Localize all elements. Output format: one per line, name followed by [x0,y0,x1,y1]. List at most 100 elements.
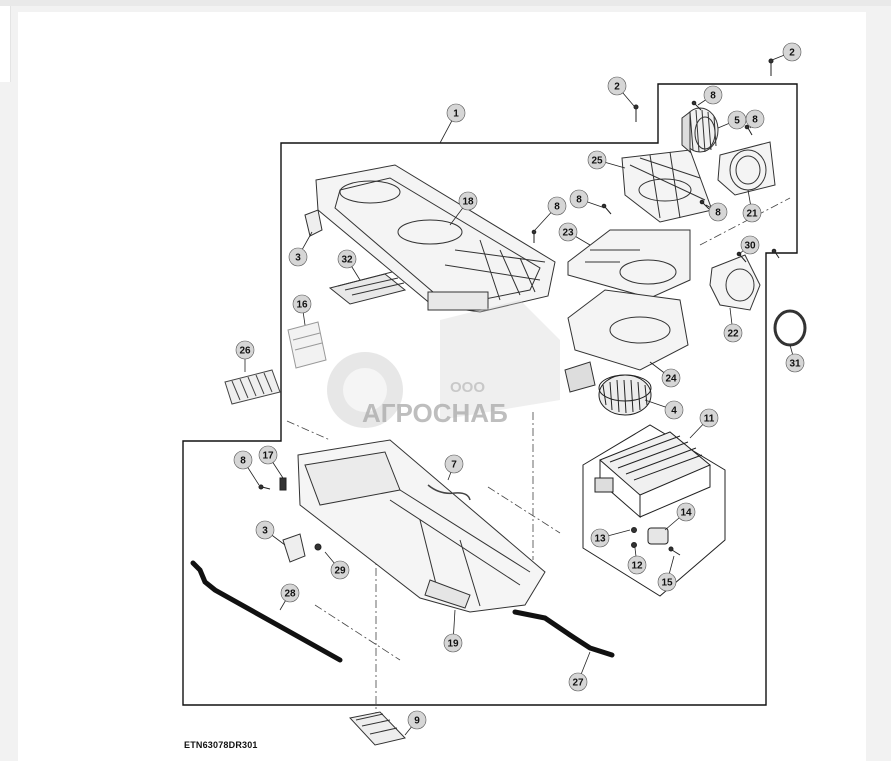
clip-part-3-upper [304,209,323,237]
callout-bubble-30 [740,235,760,255]
lower-blower-case-part-24 [567,289,689,371]
callout-label-28: 28 [284,589,296,600]
callout-label-3: 3 [295,253,301,264]
filter-part-32 [328,271,407,305]
diagram-card [18,12,866,761]
fasteners [258,58,780,556]
callout-label-13: 13 [594,534,606,545]
callout-label-1: 1 [453,109,459,120]
callout-label-7: 7 [451,460,457,471]
resistor-block [564,361,596,393]
callout-bubble-23 [558,222,578,242]
callout-label-29: 29 [334,566,346,577]
upper-housing-part-18 [315,164,556,313]
watermark-company: ООО [450,379,485,396]
callout-bubble-16 [292,294,312,314]
pipe-part-28 [190,560,343,663]
blower-upper-part-25 [621,149,713,223]
blower-fan-part-5 [681,107,719,154]
callout-layer: 1223345788888891112131415161718192122232… [233,42,805,736]
evaporator-inset-box [582,424,726,597]
drain-tube-part-7 [427,484,471,501]
callout-bubble-25 [587,150,607,170]
callout-bubble-19 [443,633,463,653]
watermark-brand: АГРОСНАБ [362,398,508,428]
callout-bubble-9 [407,710,427,730]
callout-bubble-8 [233,450,253,470]
watermark: ООО АГРОСНАБ [327,300,560,428]
callout-label-22: 22 [727,329,739,340]
blower-motor-part-4 [598,374,652,416]
callout-bubble-1 [446,103,466,123]
callout-bubble-21 [742,203,762,223]
part-16 [287,321,327,369]
callout-label-5: 5 [734,116,740,127]
callout-label-2: 2 [614,82,620,93]
expansion-valve-part-14 [647,527,669,545]
callout-bubble-15 [657,572,677,592]
callout-label-31: 31 [789,359,801,370]
callout-label-26: 26 [239,346,251,357]
callout-bubble-3 [255,520,275,540]
callout-label-8: 8 [554,202,560,213]
callout-label-3: 3 [262,526,268,537]
seal-ring-part-31 [773,309,807,347]
callout-label-21: 21 [746,209,758,220]
callout-label-24: 24 [665,374,677,385]
callout-label-8: 8 [576,195,582,206]
callout-bubble-18 [458,191,478,211]
page-top-bar [0,0,891,6]
callout-bubble-2 [607,76,627,96]
callout-label-8: 8 [240,456,246,467]
callout-bubble-31 [785,353,805,373]
callout-label-23: 23 [562,228,574,239]
lower-housing-part-19 [297,439,546,613]
callout-bubble-27 [568,672,588,692]
bracket-part-9 [349,711,406,746]
callout-bubble-22 [723,323,743,343]
callout-label-15: 15 [661,578,673,589]
callout-label-8: 8 [715,208,721,219]
callout-label-11: 11 [704,414,715,425]
callout-bubble-8 [703,85,723,105]
pipe-part-27 [512,609,615,658]
document-code: ETN63078DR301 [184,740,258,750]
callout-bubble-2 [782,42,802,62]
callout-label-30: 30 [744,241,756,252]
callout-label-12: 12 [631,561,643,572]
callout-label-14: 14 [680,508,692,519]
callout-bubble-8 [745,109,765,129]
grille-part-26 [224,369,281,405]
evaporator-part-11 [594,431,711,519]
callout-label-32: 32 [341,255,353,266]
callout-label-8: 8 [710,91,716,102]
assembly-outline [182,83,798,706]
blower-outlet-part-22 [709,254,761,311]
blower-housing-part-21 [717,141,776,196]
callout-bubble-8 [708,202,728,222]
middle-housing-part-23 [567,229,691,299]
callout-bubble-32 [337,249,357,269]
callout-label-4: 4 [671,406,677,417]
callout-bubble-8 [547,196,567,216]
callout-bubble-3 [288,247,308,267]
callout-label-27: 27 [572,678,584,689]
callout-label-8: 8 [752,115,758,126]
callout-bubble-24 [661,368,681,388]
callout-label-19: 19 [447,639,459,650]
callout-label-25: 25 [591,156,603,167]
callout-bubble-28 [280,583,300,603]
callout-bubble-12 [627,555,647,575]
callout-label-17: 17 [262,451,274,462]
clip-part-3-lower [282,533,306,563]
callout-bubble-11 [699,408,719,428]
callout-label-18: 18 [462,197,474,208]
left-side-panel [0,6,11,82]
callout-bubble-26 [235,340,255,360]
callout-label-16: 16 [296,300,308,311]
callout-bubble-17 [258,445,278,465]
callout-bubble-4 [664,400,684,420]
callout-bubble-14 [676,502,696,522]
callout-bubble-13 [590,528,610,548]
